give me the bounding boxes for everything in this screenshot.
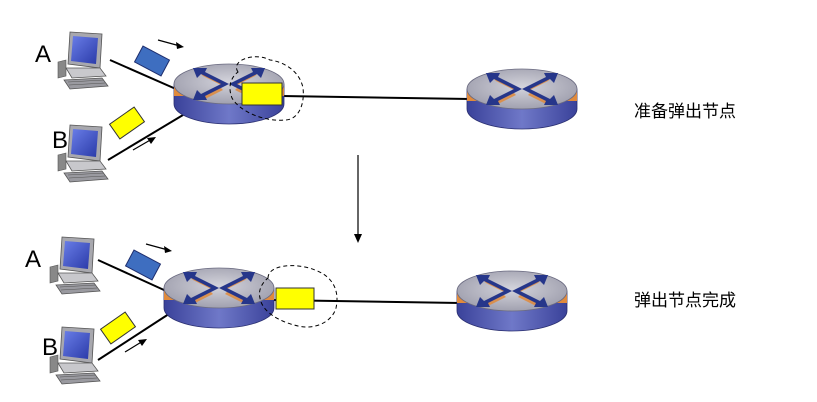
packet-icon [241, 82, 283, 106]
host-a-label: A [35, 41, 51, 68]
transition-arrow [354, 155, 362, 243]
link-b-router [97, 309, 176, 361]
packet-icon [124, 249, 162, 281]
host-a-label: A [25, 246, 41, 273]
packet-icon [133, 45, 171, 77]
packet-icon [275, 287, 315, 310]
host-b-label: B [52, 127, 68, 154]
arrow-icon [157, 39, 184, 49]
link-a-router [97, 259, 176, 296]
buffer-outline [259, 265, 338, 328]
router-icon [466, 68, 578, 130]
arrow-icon [124, 339, 147, 353]
link-b-router [107, 114, 184, 161]
arrow-icon [145, 243, 172, 253]
router-icon [456, 270, 568, 332]
bottom-scene: A B 弹出节点完成 [25, 236, 736, 385]
status-text: 弹出节点完成 [634, 291, 736, 311]
arrow-icon [132, 137, 156, 151]
router-icon [163, 267, 275, 329]
buffer-outline [229, 56, 304, 121]
link-a-router [109, 59, 186, 94]
packet-icon [108, 106, 146, 140]
computer-icon [57, 31, 109, 90]
packet-icon [99, 311, 137, 345]
link-router-router [281, 95, 471, 100]
host-b-label: B [42, 334, 58, 361]
computer-icon [49, 236, 101, 295]
top-scene: A B 准备弹出节点 [35, 31, 736, 183]
status-text: 准备弹出节点 [634, 102, 736, 122]
